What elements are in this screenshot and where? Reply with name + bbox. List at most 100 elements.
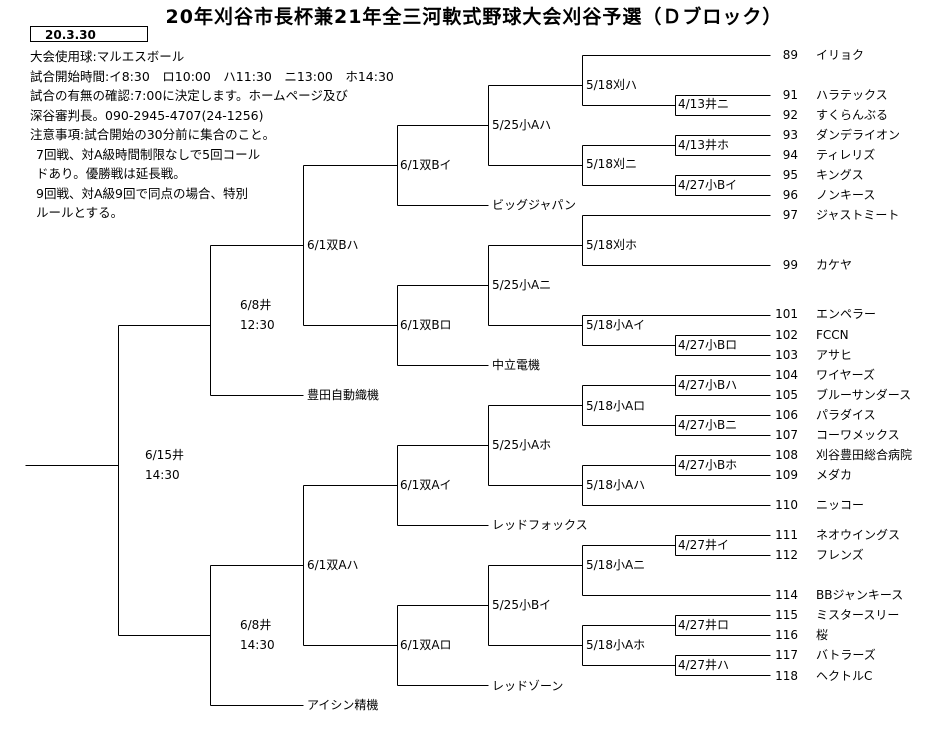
- match-label: 4/27井ロ: [678, 618, 729, 632]
- match-label: 4/27小Bロ: [678, 338, 738, 352]
- team-name: カケヤ: [816, 258, 853, 272]
- team-name: ブルーサンダース: [816, 388, 912, 402]
- team-number: 115: [775, 608, 798, 622]
- team-number: 105: [775, 388, 798, 402]
- match-label: 4/27小Bイ: [678, 178, 738, 192]
- match-label: 6/1双Aハ: [307, 558, 359, 572]
- team-number: 99: [782, 258, 798, 272]
- team-name: パラダイス: [816, 408, 876, 422]
- match-label: 5/25小Aホ: [492, 438, 552, 452]
- match-label: 4/13井ニ: [678, 97, 729, 111]
- team-number: 107: [775, 428, 798, 442]
- date-box: 20.3.30: [30, 26, 148, 42]
- team-name: 桜: [816, 628, 829, 642]
- match-label: 6/1双Bハ: [307, 238, 359, 252]
- match-time: 14:30: [240, 638, 275, 652]
- final-match-label: 6/15井: [145, 448, 184, 462]
- team-name: ネオウイングス: [816, 528, 901, 542]
- match-label: 5/18小Aロ: [586, 399, 646, 413]
- match-label: 4/27小Bホ: [678, 458, 738, 472]
- team-name: コーワメックス: [816, 428, 900, 442]
- note-line: 9回戦、対A級9回で同点の場合、特別: [36, 185, 248, 201]
- team-name: ジャストミート: [816, 208, 900, 222]
- team-number: 101: [775, 307, 798, 321]
- team-number: 97: [782, 208, 798, 222]
- note-line: 7回戦、対A級時間制限なしで5回コール: [36, 146, 261, 162]
- team-name: ハラテックス: [816, 88, 888, 102]
- match-label: 4/27井イ: [678, 538, 729, 552]
- team-number: 95: [782, 168, 798, 182]
- match-label: 5/18小Aニ: [586, 558, 646, 572]
- team-name: ヘクトルC: [816, 669, 873, 683]
- seeded-team-name: 中立電機: [492, 358, 541, 372]
- match-label: 4/13井ホ: [678, 138, 729, 152]
- team-name: ティレリズ: [816, 148, 876, 162]
- team-name: ワイヤーズ: [816, 368, 876, 382]
- team-name: FCCN: [816, 328, 849, 342]
- match-label: 5/18小Aイ: [586, 318, 646, 332]
- match-label: 5/18小Aハ: [586, 478, 646, 492]
- team-number: 103: [775, 348, 798, 362]
- note-line: 注意事項:試合開始の30分前に集合のこと。: [30, 127, 276, 142]
- team-name: ノンキース: [816, 188, 876, 202]
- match-label: 5/18刈ホ: [586, 238, 637, 252]
- team-number: 91: [782, 88, 798, 102]
- final-match-time: 14:30: [145, 468, 180, 482]
- match-label: 4/27小Bハ: [678, 378, 738, 392]
- team-number: 102: [775, 328, 798, 342]
- match-label: 5/18刈ニ: [586, 157, 637, 171]
- team-number: 114: [775, 588, 798, 602]
- match-label: 6/1双Aロ: [400, 638, 452, 652]
- team-number: 94: [782, 148, 798, 162]
- note-line: 試合の有無の確認:7:00に決定します。ホームページ及び: [30, 88, 348, 103]
- seeded-team-name: アイシン精機: [307, 698, 379, 712]
- page-title: 20年刈谷市長杯兼21年全三河軟式野球大会刈谷予選（Ｄブロック）: [165, 6, 783, 28]
- note-line: 大会使用球:マルエスボール: [30, 49, 185, 64]
- match-label: 4/27小Bニ: [678, 418, 738, 432]
- match-label: 5/25小Aニ: [492, 278, 552, 292]
- match-label: 4/27井ハ: [678, 658, 729, 672]
- team-name: ミスタースリー: [816, 608, 900, 622]
- seeded-team-name: 豊田自動織機: [307, 388, 380, 402]
- seeded-team-name: レッドフォックス: [492, 518, 588, 532]
- match-label: 6/8井: [240, 618, 272, 632]
- team-name: 刈谷豊田総合病院: [816, 448, 913, 462]
- team-name: イリョク: [816, 48, 865, 62]
- team-name: BBジャンキース: [816, 588, 904, 602]
- team-number: 112: [775, 548, 798, 562]
- team-name: メダカ: [816, 468, 853, 482]
- team-number: 89: [782, 48, 798, 62]
- match-label: 6/8井: [240, 298, 272, 312]
- note-line: 深谷審判長。090-2945-4707(24-1256): [30, 107, 264, 123]
- team-name: キングス: [816, 168, 864, 182]
- team-number: 96: [782, 188, 798, 202]
- match-label: 6/1双Bイ: [400, 158, 452, 172]
- team-name: すくらんぶる: [816, 108, 889, 122]
- team-number: 111: [775, 528, 798, 542]
- seeded-team-name: レッドゾーン: [492, 679, 564, 693]
- team-number: 109: [775, 468, 798, 482]
- team-number: 117: [775, 648, 798, 662]
- team-number: 116: [775, 628, 798, 642]
- team-number: 104: [775, 368, 798, 382]
- match-label: 6/1双Aイ: [400, 478, 452, 492]
- note-line: ドあり。優勝戦は延長戦。: [36, 166, 186, 181]
- team-name: アサヒ: [816, 348, 853, 362]
- notes-block: 大会使用球:マルエスボール 試合開始時間:イ8:30 ロ10:00 ハ11:30…: [30, 47, 394, 223]
- match-label: 6/1双Bロ: [400, 318, 452, 332]
- team-name: エンペラー: [816, 307, 877, 321]
- match-label: 5/18刈ハ: [586, 78, 637, 92]
- team-number: 92: [782, 108, 798, 122]
- team-number: 106: [775, 408, 798, 422]
- team-name: バトラーズ: [816, 648, 876, 662]
- team-name: ニッコー: [816, 498, 865, 512]
- team-number: 118: [775, 669, 798, 683]
- seeded-team-name: ビッグジャパン: [492, 198, 577, 212]
- match-label: 5/18小Aホ: [586, 638, 646, 652]
- match-label: 5/25小Bイ: [492, 598, 552, 612]
- match-time: 12:30: [240, 318, 275, 332]
- note-line: ルールとする。: [36, 205, 124, 220]
- team-number: 93: [782, 128, 798, 142]
- note-line: 試合開始時間:イ8:30 ロ10:00 ハ11:30 ニ13:00 ホ14:30: [30, 68, 394, 84]
